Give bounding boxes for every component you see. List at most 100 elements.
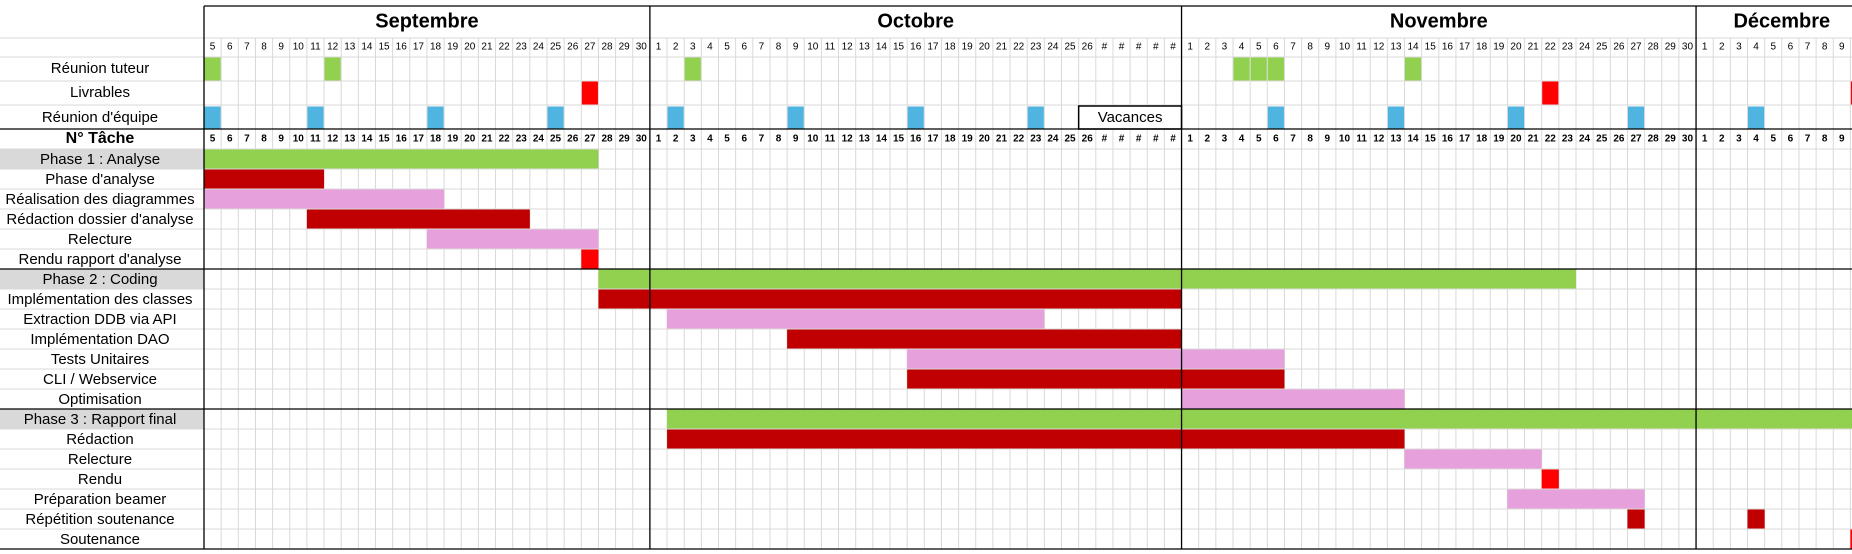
day-number-secondary: 2 xyxy=(1204,134,1210,145)
day-number-secondary: 3 xyxy=(1222,134,1228,145)
day-number: 12 xyxy=(327,42,339,53)
task-label: Rédaction xyxy=(66,431,134,448)
day-number: 11 xyxy=(1356,42,1367,53)
day-number: 15 xyxy=(379,42,391,53)
day-number-secondary: 6 xyxy=(1788,134,1794,145)
day-number: 8 xyxy=(261,42,267,53)
day-number-secondary: 26 xyxy=(567,134,579,145)
day-number: 12 xyxy=(842,42,854,53)
day-number: 23 xyxy=(1562,42,1574,53)
task-bar xyxy=(667,309,1045,329)
task-bar xyxy=(1850,529,1852,549)
day-number: 4 xyxy=(1753,42,1759,53)
day-number-secondary: 8 xyxy=(776,134,782,145)
day-number-secondary: 28 xyxy=(601,134,613,145)
day-number-secondary: 18 xyxy=(1476,134,1488,145)
day-number: 21 xyxy=(996,42,1008,53)
day-number: 11 xyxy=(310,42,321,53)
day-number: 22 xyxy=(1013,42,1025,53)
day-number-secondary: 15 xyxy=(893,134,905,145)
day-number-secondary: 19 xyxy=(447,134,459,145)
day-number: # xyxy=(1153,42,1159,53)
day-number: 17 xyxy=(413,42,425,53)
day-number: 17 xyxy=(1459,42,1471,53)
task-bar xyxy=(1404,449,1542,469)
day-number-secondary: 10 xyxy=(293,134,305,145)
milestone-marker xyxy=(907,106,924,130)
phase-bar xyxy=(667,409,1852,429)
day-number-secondary: 17 xyxy=(413,134,425,145)
day-number-secondary: 22 xyxy=(1545,134,1557,145)
day-number-secondary: 4 xyxy=(1239,134,1245,145)
milestone-marker xyxy=(684,57,701,81)
milestone-marker xyxy=(204,57,221,81)
day-number: 20 xyxy=(1510,42,1522,53)
milestone-marker xyxy=(1507,106,1525,130)
day-number-secondary: 6 xyxy=(1273,134,1279,145)
day-number: 24 xyxy=(533,42,545,53)
day-number: 6 xyxy=(1273,42,1279,53)
day-number-secondary: 4 xyxy=(707,134,713,145)
day-number-secondary: 26 xyxy=(1082,134,1094,145)
vacances-label: Vacances xyxy=(1098,109,1163,126)
day-number: 5 xyxy=(724,42,730,53)
day-number: 18 xyxy=(1476,42,1488,53)
day-number-secondary: 17 xyxy=(1459,134,1471,145)
task-label: Répétition soutenance xyxy=(25,511,174,528)
day-number-secondary: 30 xyxy=(636,134,648,145)
day-number-secondary: 19 xyxy=(962,134,974,145)
day-number-secondary: 10 xyxy=(807,134,819,145)
day-number: 2 xyxy=(673,42,679,53)
day-number: 27 xyxy=(1630,42,1642,53)
day-number-secondary: 20 xyxy=(464,134,476,145)
phase-bar xyxy=(204,149,599,169)
day-number-secondary: 3 xyxy=(1736,134,1742,145)
day-number-secondary: 9 xyxy=(1839,134,1845,145)
day-number-secondary: 15 xyxy=(379,134,391,145)
day-number-secondary: 19 xyxy=(1493,134,1505,145)
day-number-secondary: 21 xyxy=(1528,134,1540,145)
day-number-secondary: 12 xyxy=(1373,134,1385,145)
day-number-secondary: 25 xyxy=(1596,134,1608,145)
task-label: Soutenance xyxy=(60,531,140,548)
day-number-secondary: 9 xyxy=(1325,134,1331,145)
day-number-secondary: 2 xyxy=(673,134,679,145)
day-number-secondary: 1 xyxy=(1702,134,1708,145)
milestone-label: Réunion d'équipe xyxy=(42,109,158,126)
day-number: 21 xyxy=(1528,42,1540,53)
milestone-marker xyxy=(1267,57,1284,81)
day-number-secondary: 20 xyxy=(979,134,991,145)
milestone-marker xyxy=(1627,106,1645,130)
day-number-secondary: 24 xyxy=(533,134,545,145)
day-number: 2 xyxy=(1204,42,1210,53)
milestone-label: Réunion tuteur xyxy=(51,60,149,77)
day-number: 9 xyxy=(278,42,284,53)
day-number: 6 xyxy=(741,42,747,53)
day-number: 29 xyxy=(619,42,631,53)
day-number: 14 xyxy=(876,42,888,53)
day-number: 25 xyxy=(1065,42,1077,53)
task-label: Rendu rapport d'analyse xyxy=(19,251,182,268)
day-number-secondary: 5 xyxy=(1770,134,1776,145)
day-number-secondary: 12 xyxy=(842,134,854,145)
day-number-secondary: 24 xyxy=(1047,134,1059,145)
day-number: 7 xyxy=(759,42,765,53)
day-number: 16 xyxy=(910,42,922,53)
task-label: CLI / Webservice xyxy=(43,371,157,388)
day-number: 23 xyxy=(1030,42,1042,53)
month-label: Décembre xyxy=(1733,10,1830,32)
milestone-marker xyxy=(307,106,324,130)
day-number: 30 xyxy=(636,42,648,53)
milestone-marker xyxy=(1405,57,1422,81)
phase-label: Phase 3 : Rapport final xyxy=(24,411,177,428)
task-bar xyxy=(204,169,325,189)
day-number-secondary: 6 xyxy=(227,134,233,145)
day-number-secondary: 29 xyxy=(1665,134,1677,145)
day-number-secondary: # xyxy=(1119,134,1125,145)
day-number-secondary: 23 xyxy=(516,134,528,145)
task-bar xyxy=(907,369,1285,389)
day-number-secondary: 13 xyxy=(1390,134,1402,145)
day-number-secondary: 9 xyxy=(278,134,284,145)
day-number-secondary: 15 xyxy=(1425,134,1437,145)
day-number-secondary: 11 xyxy=(825,134,836,145)
